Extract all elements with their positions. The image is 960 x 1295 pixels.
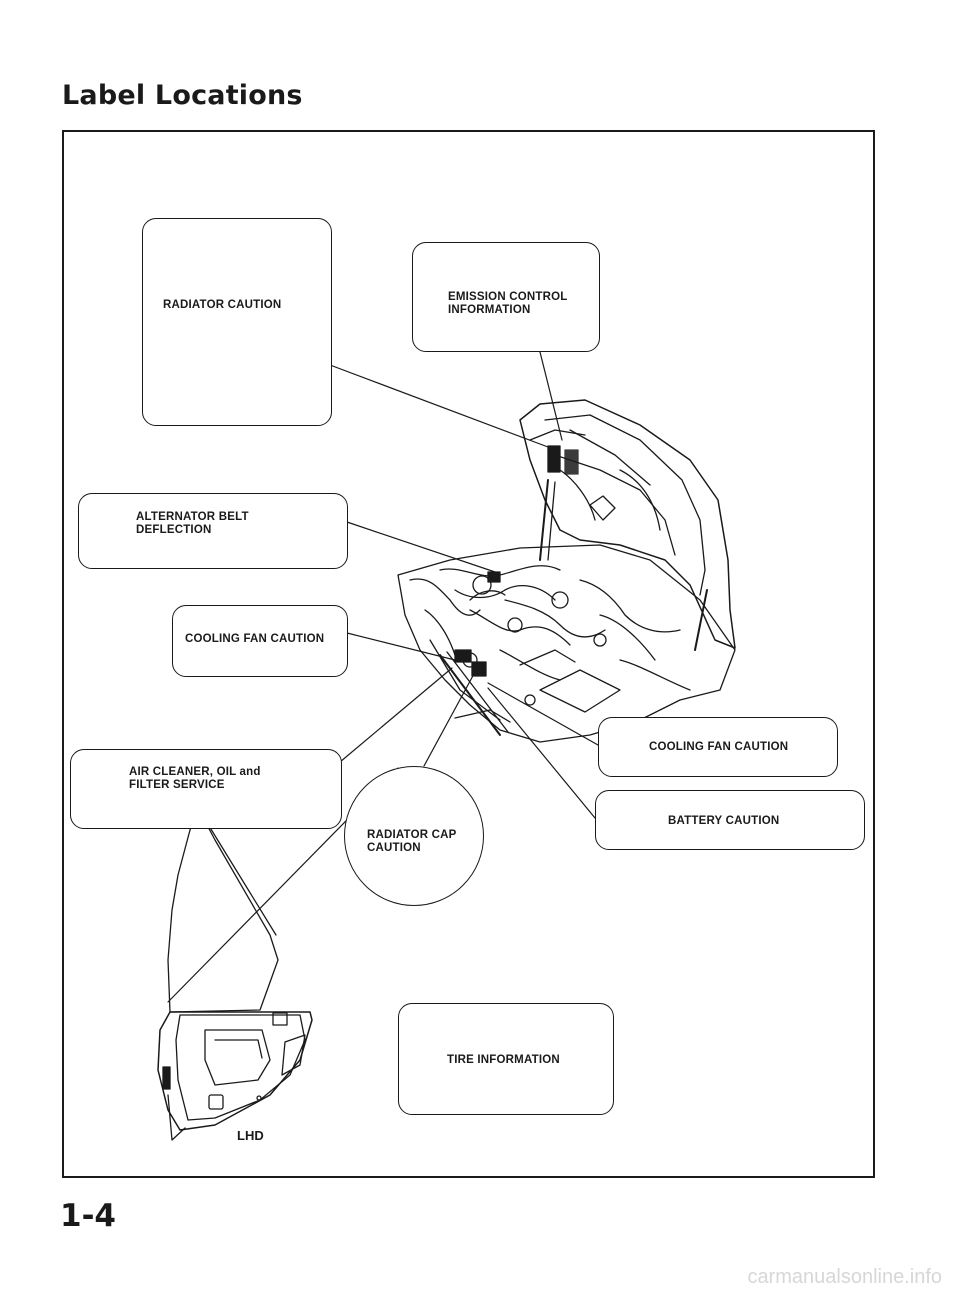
- engine-bay: [397, 544, 736, 743]
- radiator-cap-callout: RADIATOR CAP CAUTION: [344, 766, 484, 906]
- battery-caution-box: BATTERY CAUTION: [595, 790, 865, 850]
- alternator-belt-label: ALTERNATOR BELT DEFLECTION: [136, 511, 249, 536]
- door-drawing: [157, 807, 313, 1141]
- radiator-cap-label: RADIATOR CAP CAUTION: [367, 829, 457, 854]
- diagram-frame: [62, 130, 875, 1178]
- tire-information-label: TIRE INFORMATION: [447, 1054, 560, 1066]
- cooling-fan-left-box: COOLING FAN CAUTION: [172, 605, 348, 677]
- tire-information-box: TIRE INFORMATION: [398, 1003, 614, 1115]
- open-hood: [519, 399, 736, 651]
- emission-control-box: EMISSION CONTROL INFORMATION: [412, 242, 600, 352]
- cooling-fan-right-box: COOLING FAN CAUTION: [598, 717, 838, 777]
- leader-lines: [167, 351, 599, 1003]
- radiator-caution-label: RADIATOR CAUTION: [163, 299, 282, 311]
- lhd-caption: LHD: [237, 1128, 264, 1143]
- radiator-caution-box: RADIATOR CAUTION: [142, 218, 332, 426]
- battery-caution-label: BATTERY CAUTION: [668, 815, 780, 827]
- page-title: Label Locations: [62, 80, 303, 111]
- emission-control-label: EMISSION CONTROL INFORMATION: [448, 291, 568, 316]
- page-number: 1-4: [60, 1198, 117, 1234]
- air-cleaner-box: AIR CLEANER, OIL and FILTER SERVICE: [70, 749, 342, 829]
- cooling-fan-left-label: COOLING FAN CAUTION: [185, 633, 325, 645]
- cooling-fan-right-label: COOLING FAN CAUTION: [649, 741, 789, 753]
- alternator-belt-box: ALTERNATOR BELT DEFLECTION: [78, 493, 348, 569]
- watermark: carmanualsonline.info: [747, 1266, 942, 1288]
- air-cleaner-label: AIR CLEANER, OIL and FILTER SERVICE: [129, 766, 261, 791]
